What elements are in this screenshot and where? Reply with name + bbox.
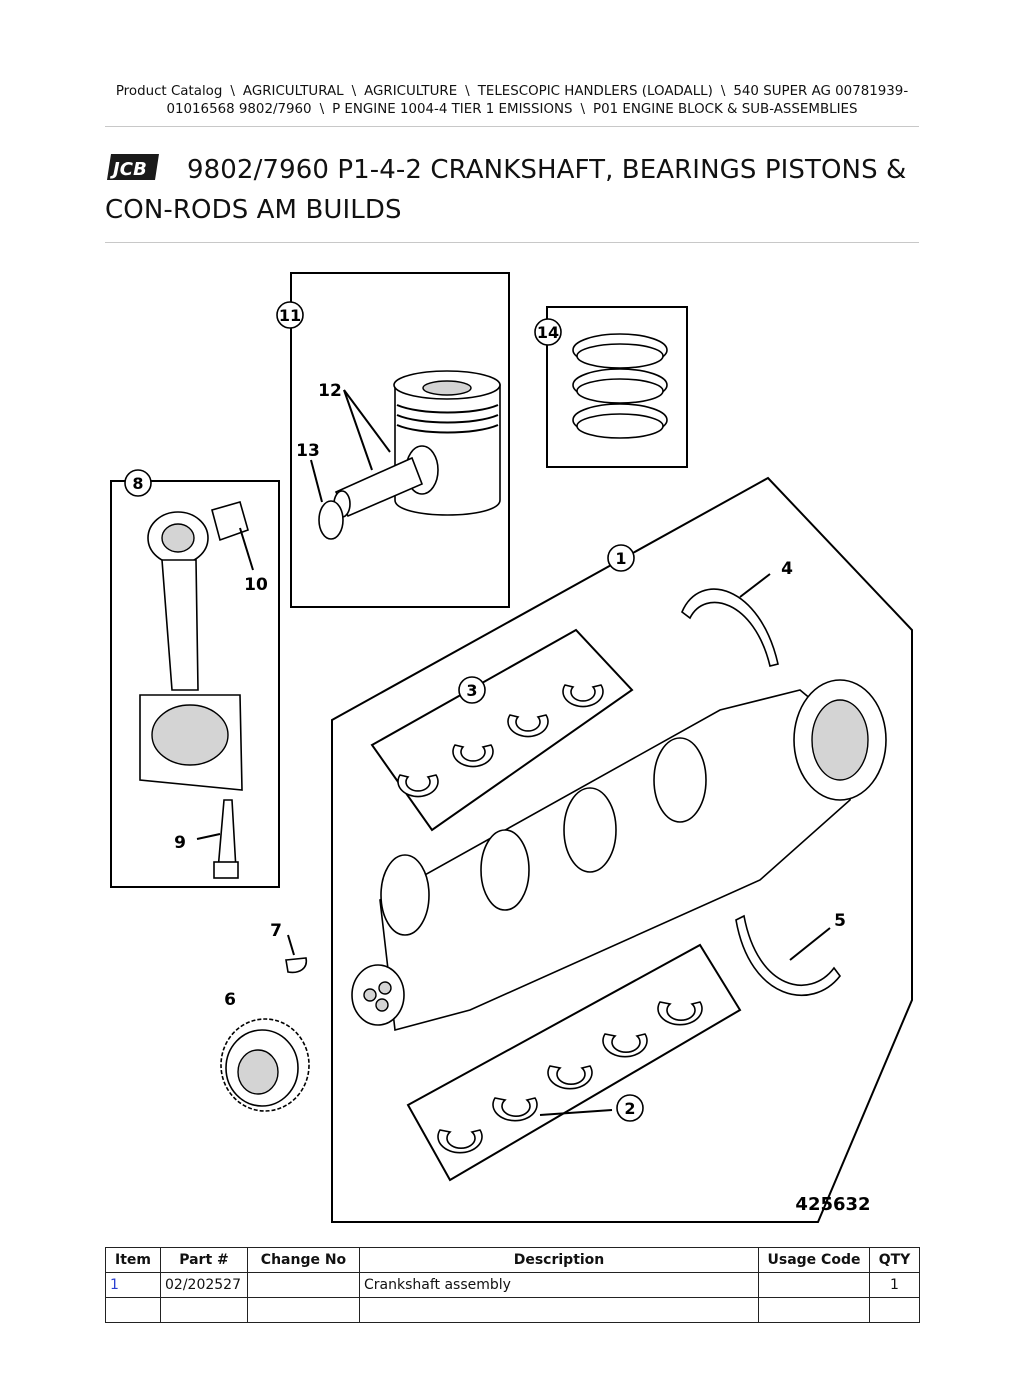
logo-text: JCB — [110, 159, 147, 180]
breadcrumb-separator: \ — [465, 84, 470, 99]
column-header-usage: Usage Code — [758, 1247, 870, 1273]
crank-key-drawing — [285, 957, 308, 974]
cell-qty: 1 — [869, 1272, 920, 1298]
callout-13: 13 — [296, 441, 320, 461]
cell-item — [105, 1297, 161, 1323]
callout-8: 8 — [124, 469, 152, 497]
upper-bearing-shells — [370, 628, 634, 832]
breadcrumb-item-agricultural[interactable]: AGRICULTURAL — [242, 84, 344, 99]
title-divider — [105, 242, 919, 243]
parts-diagram: 11 14 8 1 3 2 12 13 10 9 4 5 7 6 425632 — [110, 272, 913, 1223]
header-divider — [105, 126, 919, 127]
breadcrumb-item-agriculture[interactable]: AGRICULTURE — [364, 84, 458, 99]
breadcrumb-item-catalog[interactable]: Product Catalog — [115, 84, 223, 99]
callout-6: 6 — [224, 990, 236, 1010]
svg-text:3: 3 — [466, 681, 477, 700]
piston-rings-drawing — [572, 333, 668, 439]
svg-text:11: 11 — [279, 306, 301, 325]
breadcrumb: Product Catalog \ AGRICULTURAL \ AGRICULTURE… — [105, 83, 919, 119]
callout-5: 5 — [834, 911, 846, 931]
table-row: 1 02/202527 Crankshaft assembly 1 — [105, 1272, 920, 1298]
callout-11: 11 — [276, 301, 304, 329]
breadcrumb-separator: \ — [230, 84, 235, 99]
jcb-logo: JCB — [107, 154, 159, 180]
breadcrumb-item-engine[interactable]: P ENGINE 1004-4 TIER 1 EMISSIONS — [332, 102, 573, 117]
breadcrumb-separator: \ — [720, 84, 726, 99]
table-header-row: Item Part # Change No Description Usage … — [105, 1247, 920, 1273]
callout-1: 1 — [607, 544, 635, 572]
conrod-drawing — [139, 501, 249, 879]
callout-2: 2 — [616, 1094, 644, 1122]
breadcrumb-item-model[interactable]: 540 SUPER AG 00781939-01016568 9802/7960 — [166, 84, 909, 117]
column-header-item: Item — [105, 1247, 161, 1273]
column-header-change: Change No — [247, 1247, 360, 1273]
piston-drawing — [318, 370, 501, 540]
callout-10: 10 — [244, 575, 268, 595]
breadcrumb-separator: \ — [319, 102, 325, 117]
item-link[interactable]: 1 — [110, 1277, 119, 1293]
callout-12: 12 — [318, 381, 342, 401]
cell-part-number: 02/202527 — [160, 1272, 248, 1298]
callout-3: 3 — [458, 676, 486, 704]
breadcrumb-item-telescopic-handlers[interactable]: TELESCOPIC HANDLERS (LOADALL) — [477, 84, 713, 99]
diagram-reference: 425632 — [795, 1194, 870, 1215]
page-title-block: JCB 9802/7960 P1-4-2 CRANKSHAFT, BEARING… — [105, 150, 919, 230]
crank-gear-drawing — [220, 1018, 310, 1112]
cell-change-no — [247, 1297, 360, 1323]
table-row — [105, 1297, 920, 1323]
parts-table: Item Part # Change No Description Usage … — [105, 1247, 920, 1323]
svg-text:14: 14 — [537, 323, 559, 342]
breadcrumb-separator: \ — [580, 102, 586, 117]
cell-qty — [869, 1297, 920, 1323]
breadcrumb-item-engine-block[interactable]: P01 ENGINE BLOCK & SUB-ASSEMBLIES — [593, 102, 858, 117]
thrust-washer-lower — [735, 914, 842, 997]
svg-text:1: 1 — [615, 549, 626, 568]
cell-change-no — [247, 1272, 360, 1298]
callout-9: 9 — [174, 833, 186, 853]
cell-usage-code — [758, 1272, 870, 1298]
lower-bearing-shells — [406, 943, 742, 1182]
cell-usage-code — [758, 1297, 870, 1323]
column-header-qty: QTY — [869, 1247, 920, 1273]
svg-text:2: 2 — [624, 1099, 635, 1118]
cell-part-number — [160, 1297, 248, 1323]
cell-description — [359, 1297, 759, 1323]
callout-4: 4 — [781, 559, 793, 579]
breadcrumb-separator: \ — [351, 84, 357, 99]
crankshaft-drawing — [351, 679, 887, 1032]
thrust-washer-upper — [681, 588, 779, 667]
column-header-part: Part # — [160, 1247, 248, 1273]
callout-14: 14 — [534, 318, 562, 346]
column-header-description: Description — [359, 1247, 759, 1273]
page-title: 9802/7960 P1-4-2 CRANKSHAFT, BEARINGS PI… — [105, 155, 907, 225]
svg-text:8: 8 — [132, 474, 143, 493]
cell-item: 1 — [105, 1272, 161, 1298]
cell-description: Crankshaft assembly — [359, 1272, 759, 1298]
callout-7: 7 — [270, 921, 282, 941]
